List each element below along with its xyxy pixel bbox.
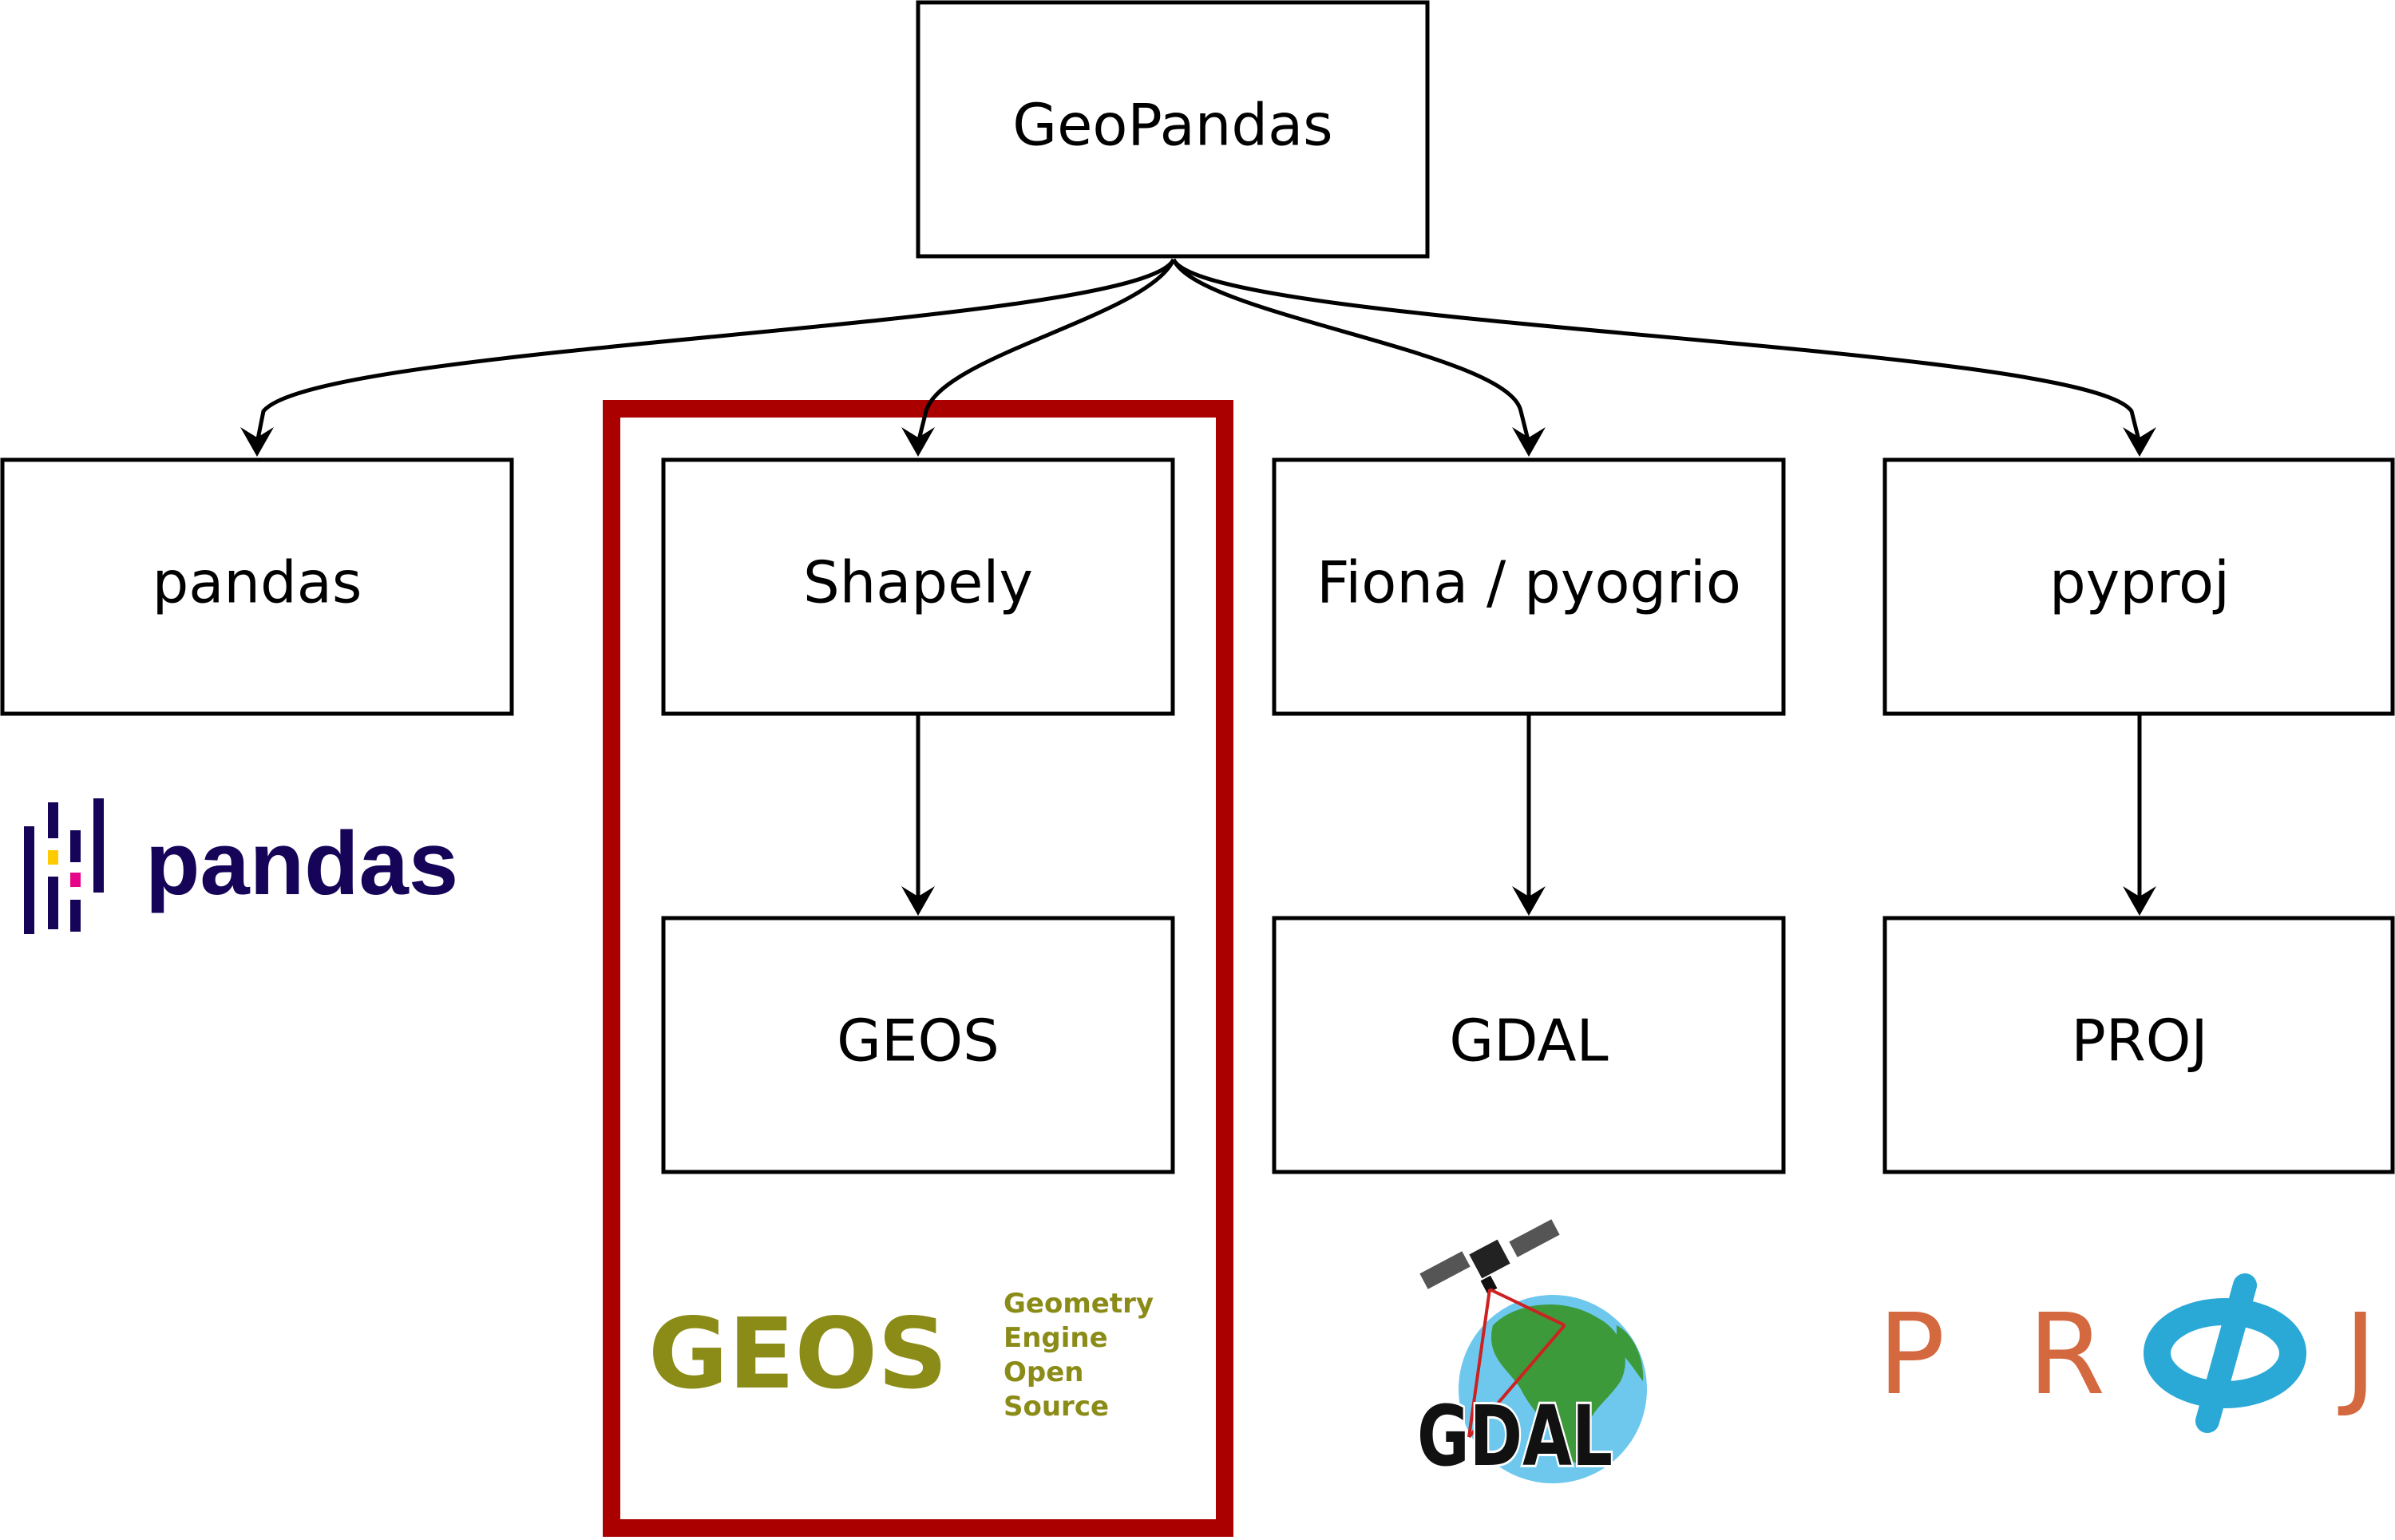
geos-subtitle-line-4: Source bbox=[1004, 1391, 1109, 1423]
node-geopandas: GeoPandas bbox=[916, 0, 1430, 259]
node-fiona: Fiona / pyogrio bbox=[1272, 457, 1786, 716]
arrowhead-pyproj bbox=[2123, 427, 2156, 457]
globe-land bbox=[1491, 1304, 1625, 1463]
node-label-fiona: Fiona / pyogrio bbox=[1316, 549, 1741, 616]
beam-lines bbox=[1467, 1288, 1566, 1439]
geos-subtitle-line-3: Open bbox=[1004, 1356, 1084, 1388]
node-label-pandas: pandas bbox=[152, 549, 362, 616]
arrowhead-gdal bbox=[1512, 886, 1546, 916]
proj-logo: P R J bbox=[1878, 1273, 2377, 1433]
gdal-logo-text: GDAL bbox=[1417, 1388, 1613, 1485]
node-label-shapely: Shapely bbox=[803, 549, 1033, 616]
arrowhead-pandas bbox=[240, 427, 274, 457]
node-label-proj: PROJ bbox=[2071, 1008, 2207, 1075]
edge-geopandas-shapely bbox=[916, 258, 1176, 444]
edge-geopandas-pandas bbox=[255, 258, 1176, 444]
arrowhead-geos bbox=[901, 886, 935, 916]
proj-logo-phi bbox=[2144, 1273, 2306, 1433]
node-pyproj: pyproj bbox=[1882, 457, 2395, 716]
arrowhead-fiona bbox=[1512, 427, 1546, 457]
node-label-geopandas: GeoPandas bbox=[1012, 92, 1332, 159]
node-proj: PROJ bbox=[1882, 916, 2395, 1174]
satellite-icon bbox=[1419, 1219, 1560, 1294]
node-shapely: Shapely bbox=[661, 457, 1175, 716]
edges bbox=[255, 258, 2142, 898]
gdal-logo: GDAL bbox=[1415, 1219, 1647, 1487]
globe-land-2 bbox=[1617, 1325, 1644, 1381]
proj-logo-letter-j: J bbox=[2338, 1290, 2377, 1420]
geos-logo-subtitle: Geometry Engine Open Source bbox=[1004, 1288, 1154, 1423]
pandas-logo-mark bbox=[24, 798, 104, 934]
highlight-frame bbox=[603, 400, 1233, 1537]
pandas-logo-text: pandas bbox=[145, 814, 458, 913]
edge-geopandas-fiona bbox=[1171, 258, 1531, 444]
edge-geopandas-pyproj bbox=[1171, 258, 2142, 444]
node-label-pyproj: pyproj bbox=[2049, 549, 2230, 616]
proj-logo-letter-p: P bbox=[1878, 1290, 1945, 1420]
geos-logo: GEOS Geometry Engine Open Source bbox=[648, 1288, 1154, 1423]
arrowhead-shapely bbox=[901, 427, 935, 457]
geos-subtitle-line-1: Geometry bbox=[1004, 1288, 1154, 1320]
proj-logo-letter-r: R bbox=[2028, 1290, 2105, 1420]
arrowhead-proj bbox=[2123, 886, 2156, 916]
node-label-gdal: GDAL bbox=[1449, 1008, 1608, 1075]
node-label-geos: GEOS bbox=[837, 1008, 1000, 1075]
node-gdal: GDAL bbox=[1272, 916, 1786, 1174]
node-pandas: pandas bbox=[0, 457, 514, 716]
geos-logo-text: GEOS bbox=[648, 1297, 948, 1411]
node-geos: GEOS bbox=[661, 916, 1175, 1174]
arrowheads bbox=[240, 427, 2156, 916]
pandas-logo: pandas bbox=[24, 798, 458, 934]
geos-subtitle-line-2: Engine bbox=[1004, 1322, 1108, 1354]
